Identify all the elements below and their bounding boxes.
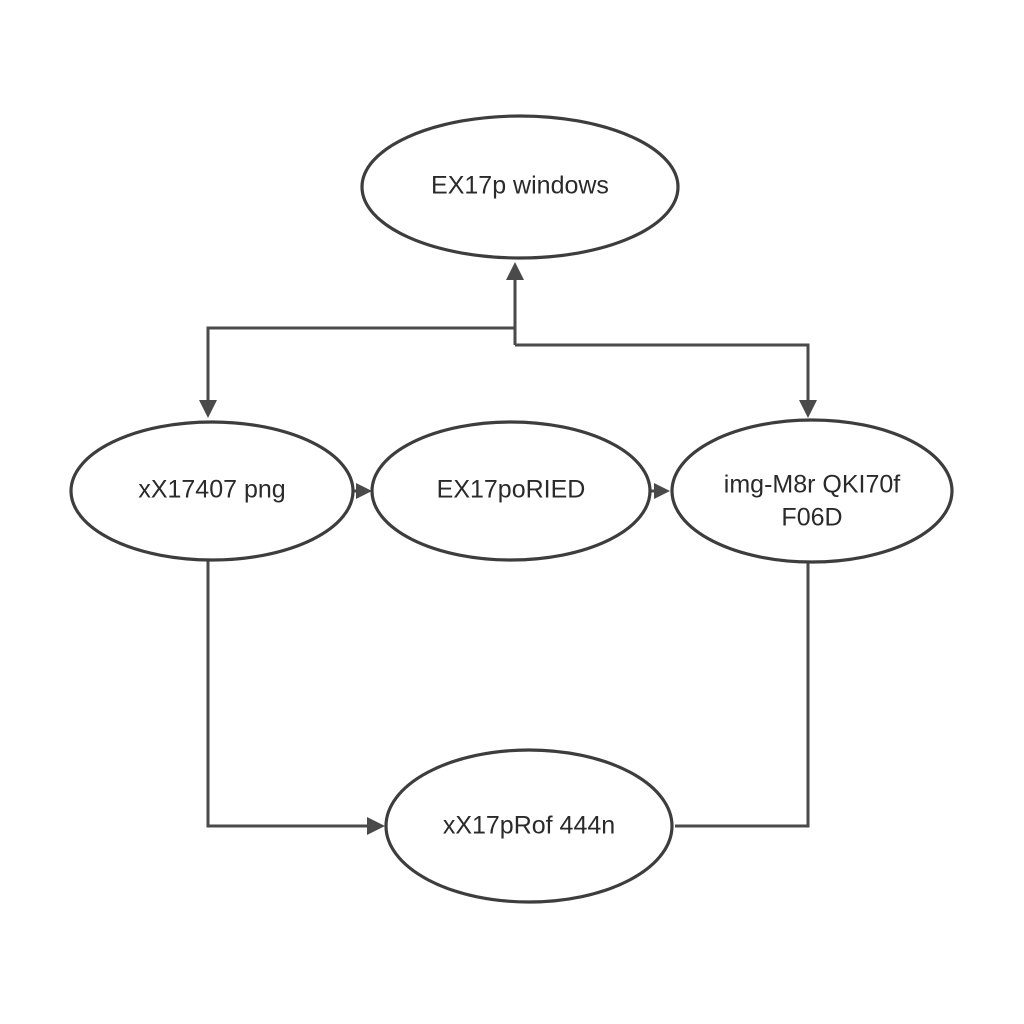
node-right-label-line-1: img-M8r QKI70f (724, 471, 900, 499)
node-left[interactable]: xX17407 png (69, 420, 355, 562)
node-left-label: xX17407 png (138, 476, 285, 504)
node-top-shape (360, 114, 680, 260)
node-bottom-shape (384, 748, 674, 904)
node-center-label: EX17poRIED (437, 476, 586, 504)
arrowhead-into-bottom (367, 817, 385, 835)
node-center[interactable]: EX17poRIED (370, 420, 652, 562)
node-right-shape (670, 418, 954, 564)
edge-top-to-left (206, 326, 515, 402)
node-right[interactable]: img-M8r QKI70f F06D (670, 418, 954, 564)
node-top-label: EX17p windows (431, 172, 609, 200)
node-bottom[interactable]: xX17pRof 444n (384, 748, 674, 904)
node-center-shape (370, 420, 652, 562)
nodes-layer: EX17p windows xX17407 png EX17poRIED img… (69, 114, 954, 904)
node-left-shape (69, 420, 355, 562)
arrowhead-into-center (356, 483, 372, 499)
edge-left-to-bottom (206, 561, 368, 828)
edges-layer (199, 262, 817, 835)
node-right-label-line-2: F06D (781, 504, 842, 532)
node-top[interactable]: EX17p windows (360, 114, 680, 260)
edge-top-to-right (515, 343, 810, 402)
edge-right-to-bottom (675, 562, 810, 828)
node-bottom-label: xX17pRof 444n (443, 812, 615, 840)
arrowhead-into-right (654, 483, 670, 499)
arrowhead-down-left (199, 400, 217, 418)
arrowhead-up-top (506, 262, 524, 280)
arrowhead-down-right (799, 400, 817, 418)
